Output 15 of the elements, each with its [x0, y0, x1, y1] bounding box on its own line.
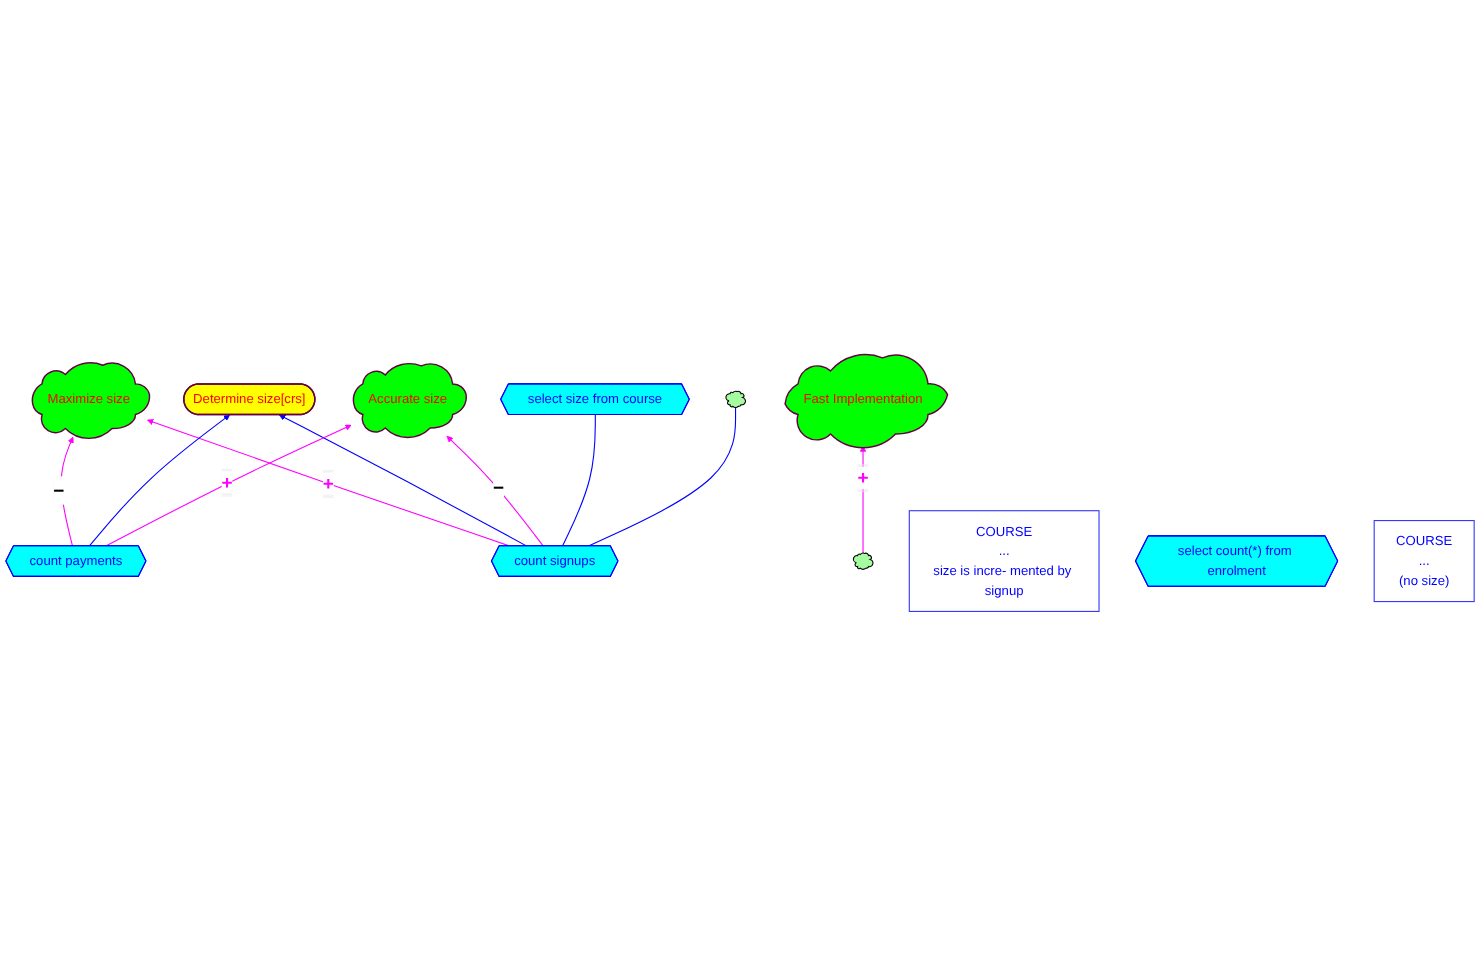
arrow [88, 414, 230, 547]
connector [588, 406, 737, 547]
arrow [105, 424, 352, 547]
node-cloud [725, 390, 747, 409]
node-cloud [852, 552, 874, 570]
edge-label: + [322, 472, 334, 495]
edge-label: + [857, 466, 869, 489]
edge-label: − [493, 476, 505, 499]
arrow [279, 414, 528, 547]
arrow [446, 435, 544, 547]
edge-label: + [221, 471, 233, 494]
arrow [147, 418, 511, 547]
connector [561, 414, 596, 547]
edge-label: − [53, 479, 65, 502]
arrow [60, 436, 74, 547]
